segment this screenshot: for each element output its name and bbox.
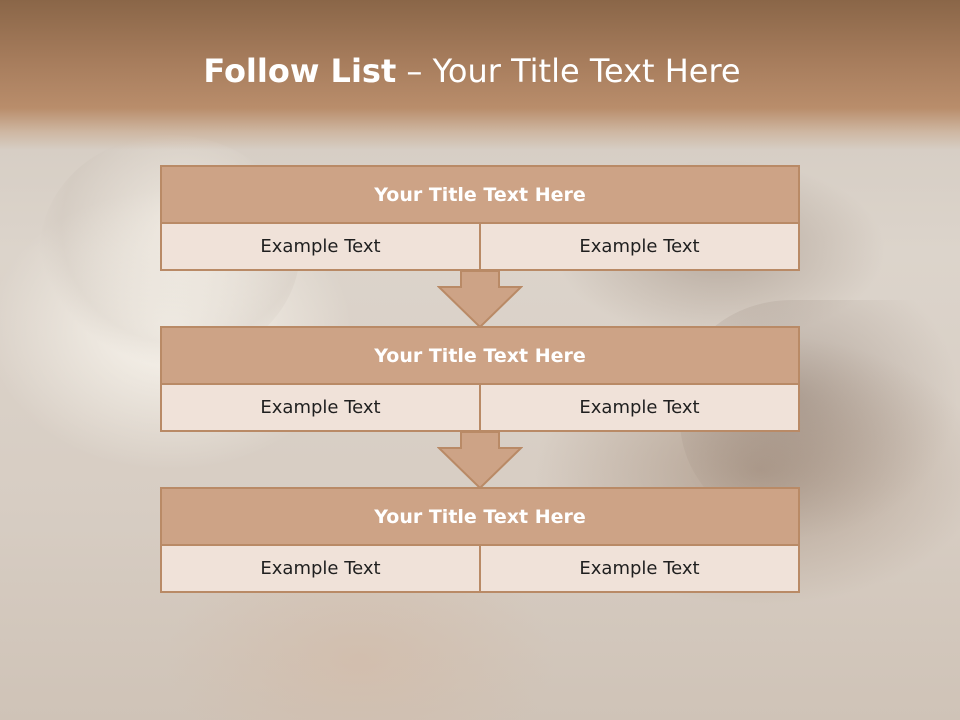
block-cell-left: Example Text bbox=[162, 385, 481, 430]
slide-title-separator: – bbox=[406, 52, 423, 90]
block-cell-left: Example Text bbox=[162, 546, 481, 591]
block-cell-right: Example Text bbox=[481, 385, 798, 430]
block-row: Example Text Example Text bbox=[162, 546, 798, 591]
down-arrow-icon bbox=[437, 271, 523, 329]
slide-title: Follow List – Your Title Text Here bbox=[0, 52, 944, 90]
block-row: Example Text Example Text bbox=[162, 385, 798, 430]
block-title: Your Title Text Here bbox=[162, 167, 798, 224]
down-arrow-icon bbox=[437, 432, 523, 490]
slide-title-rest: Your Title Text Here bbox=[432, 52, 741, 90]
header-band bbox=[0, 0, 960, 150]
block-cell-right: Example Text bbox=[481, 546, 798, 591]
slide-title-bold: Follow List bbox=[203, 52, 397, 90]
block-cell-right: Example Text bbox=[481, 224, 798, 269]
list-block-2: Your Title Text Here Example Text Exampl… bbox=[160, 326, 800, 432]
list-block-3: Your Title Text Here Example Text Exampl… bbox=[160, 487, 800, 593]
block-row: Example Text Example Text bbox=[162, 224, 798, 269]
block-cell-left: Example Text bbox=[162, 224, 481, 269]
list-block-1: Your Title Text Here Example Text Exampl… bbox=[160, 165, 800, 271]
block-title: Your Title Text Here bbox=[162, 489, 798, 546]
block-title: Your Title Text Here bbox=[162, 328, 798, 385]
